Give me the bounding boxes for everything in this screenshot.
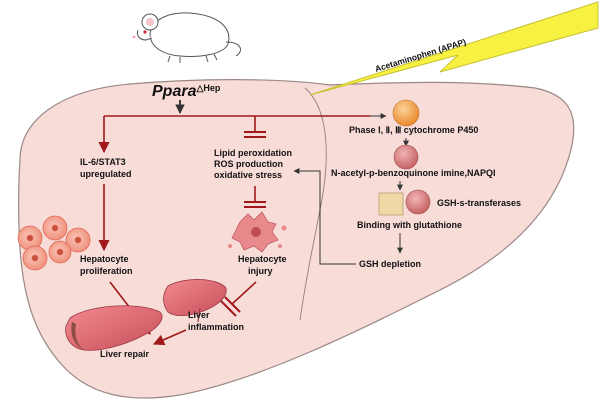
gst-label: GSH-s-transferases [437,198,521,208]
injury-label: Hepatocyte injury [238,254,289,276]
inhibit-bar-3b [220,300,237,317]
binding-label: Binding with glutathione [357,220,462,230]
hepatocyte-cells-icon [17,215,91,271]
cyp-label: Phase Ⅰ, Ⅱ, Ⅲ cytochrome P450 [349,125,478,135]
proliferation-label: Hepatocyte proliferation [80,254,133,276]
ppara-title: Ppara△Hep [152,83,221,100]
mouse-icon [132,12,241,63]
inflammation-label: Liver inflammation [188,310,244,332]
stress-label: Lipid peroxidation ROS production oxidat… [214,148,295,180]
gst-square-icon [378,192,404,216]
inflamed-liver-icon [163,279,227,316]
gsh-depletion-label: GSH depletion [359,259,421,269]
lightning-bolt-icon [309,1,599,96]
napqi-label: N-acetyl-p-benzoquinone imine,NAPQI [331,168,496,178]
inhibit-bar-3a [224,296,241,313]
cyp-ball-icon [392,99,420,127]
injury-to-inflammation-line [231,281,257,305]
depletion-feedback-arrow [293,168,356,265]
gsh-ball-icon [405,189,431,215]
inflammation-to-repair-arrow [152,329,187,346]
il6-label: IL-6/STAT3 upregulated [80,157,132,179]
liver-repair-label: Liver repair [100,349,150,359]
napqi-ball-icon [393,144,419,170]
repaired-liver-icon [65,305,163,351]
injured-cell-icon [228,211,287,253]
